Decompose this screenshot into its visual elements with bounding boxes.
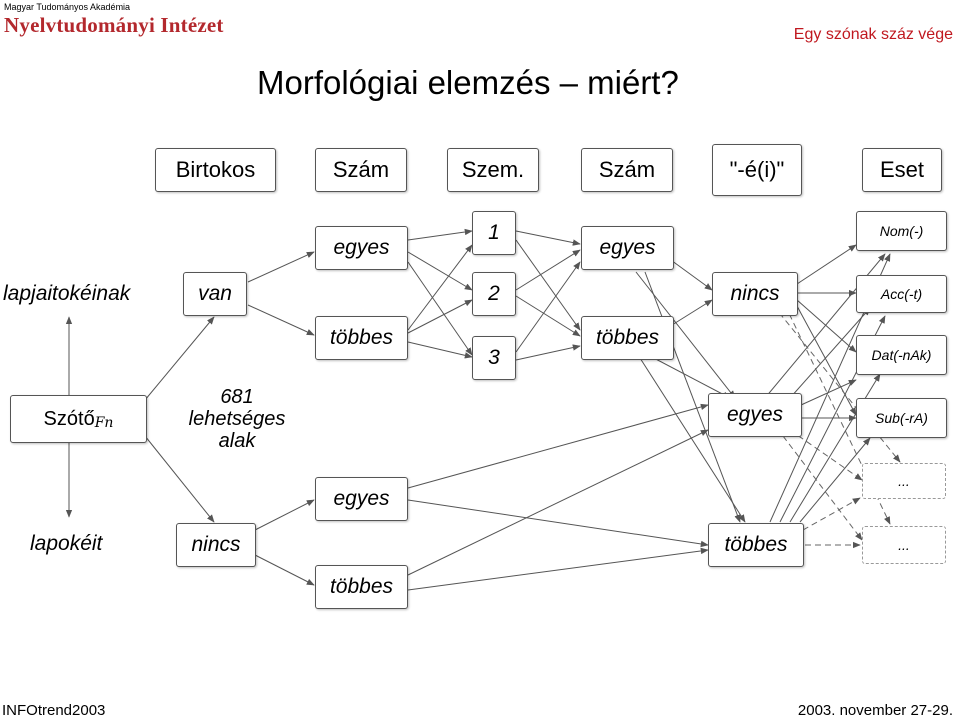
footer-left: INFOtrend2003 bbox=[2, 702, 106, 719]
node-number-egyes-bottom: egyes bbox=[315, 477, 408, 521]
node-case-more-1: ... bbox=[862, 463, 946, 499]
category-szam-2: Szám bbox=[581, 148, 673, 192]
node-possessor-nincs: nincs bbox=[176, 523, 256, 567]
node-number-egyes-top: egyes bbox=[315, 226, 408, 270]
node-number-tobbes-bottom: többes bbox=[315, 565, 408, 609]
node-person-3: 3 bbox=[472, 336, 516, 380]
node-e-nincs: nincs bbox=[712, 272, 798, 316]
node-number2-egyes: egyes bbox=[581, 226, 674, 270]
form-count: 681 lehetséges alak bbox=[188, 386, 286, 452]
category-szemely: Szem. bbox=[447, 148, 539, 192]
category-birtokos: Birtokos bbox=[155, 148, 276, 192]
word-lapjaitokeinak: lapjaitokéinak bbox=[3, 282, 131, 305]
node-case-dat: Dat(-nAk) bbox=[856, 335, 947, 375]
node-e-egyes: egyes bbox=[708, 393, 802, 437]
slogan: Egy szónak száz vége bbox=[793, 26, 953, 43]
academy-name: Magyar Tudományos Akadémia bbox=[4, 2, 131, 12]
category-e-suffix: "-é(i)" bbox=[712, 144, 802, 196]
category-szam-1: Szám bbox=[315, 148, 407, 192]
node-e-tobbes: többes bbox=[708, 523, 804, 567]
slide-title: Morfológiai elemzés – miért? bbox=[257, 64, 679, 101]
node-person-1: 1 bbox=[472, 211, 516, 255]
node-case-more-2: ... bbox=[862, 526, 946, 564]
stem-label: Szótő bbox=[43, 407, 95, 430]
node-number-tobbes-top: többes bbox=[315, 316, 408, 360]
stem-pos: Fn bbox=[94, 415, 114, 431]
node-person-2: 2 bbox=[472, 272, 516, 316]
node-possessor-van: van bbox=[183, 272, 247, 316]
footer-right: 2003. november 27-29. bbox=[797, 702, 953, 719]
word-lapokeit: lapokéit bbox=[30, 532, 103, 555]
category-eset: Eset bbox=[862, 148, 942, 192]
institute-logo: Nyelvtudományi Intézet bbox=[4, 13, 224, 37]
node-number2-tobbes: többes bbox=[581, 316, 674, 360]
node-case-sub: Sub(-rA) bbox=[856, 398, 947, 438]
node-case-nom: Nom(-) bbox=[856, 211, 947, 251]
node-case-acc: Acc(-t) bbox=[856, 275, 947, 313]
